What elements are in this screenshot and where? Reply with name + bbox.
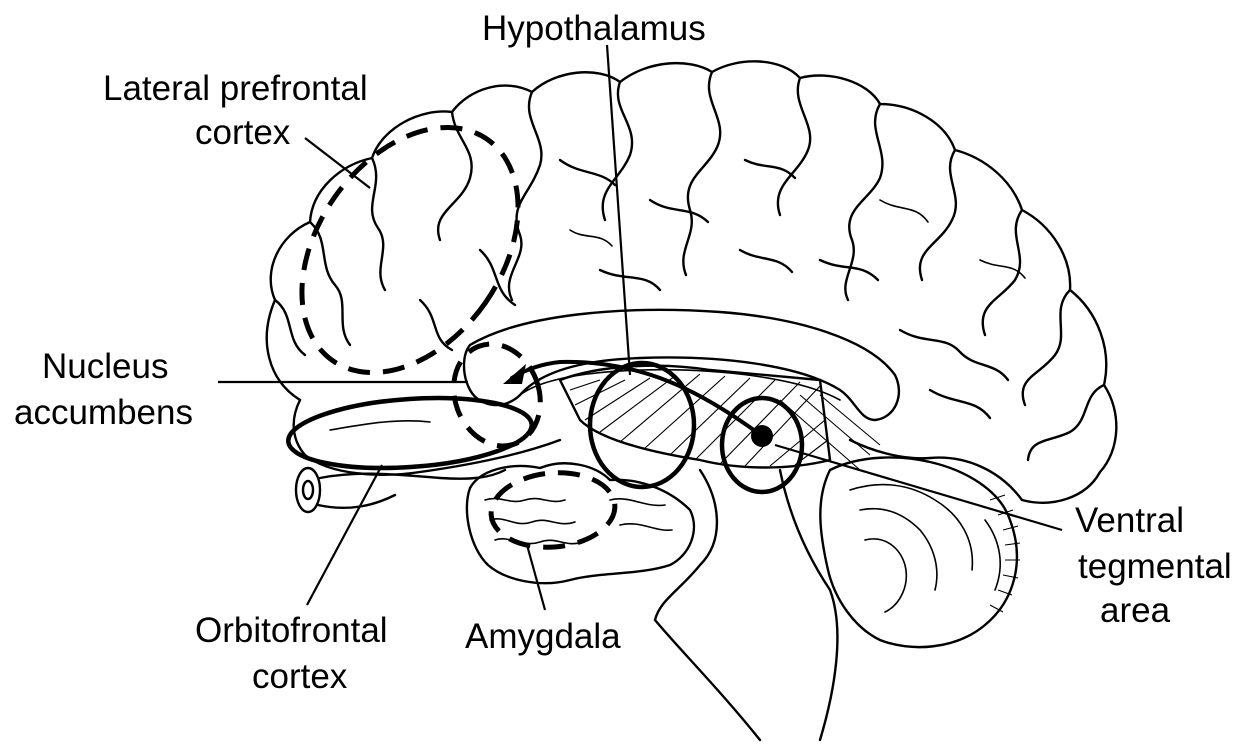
label-vta-line1: Ventral [1075,501,1184,540]
label-lateral-pfc-line1: Lateral prefrontal [103,69,368,108]
label-lateral-pfc-line2: cortex [195,113,291,152]
olfactory-bulb [296,468,320,512]
amygdala-leader [527,545,545,610]
orbitofrontal-marker [286,391,534,476]
label-nucleus-accumbens-line1: Nucleus [42,347,168,386]
cerebellum [820,457,1020,647]
label-hypothalamus: Hypothalamus [482,9,706,48]
label-amygdala: Amygdala [465,617,621,656]
label-orbitofrontal-line2: cortex [252,657,348,696]
brainstem [655,470,837,740]
corpus-callosum [464,310,899,420]
lateral-prefrontal-marker [257,87,563,414]
label-vta-line2: tegmental [1078,547,1232,586]
arrowhead [503,364,526,384]
lateral-pfc-leader [305,138,370,188]
label-orbitofrontal-line1: Orbitofrontal [195,611,388,650]
label-vta-line3: area [1100,591,1171,630]
nucleus-accumbens-marker [440,332,555,458]
hypothalamus-marker [590,363,694,487]
orbitofrontal-leader [307,465,382,605]
label-nucleus-accumbens-line2: accumbens [14,393,193,432]
